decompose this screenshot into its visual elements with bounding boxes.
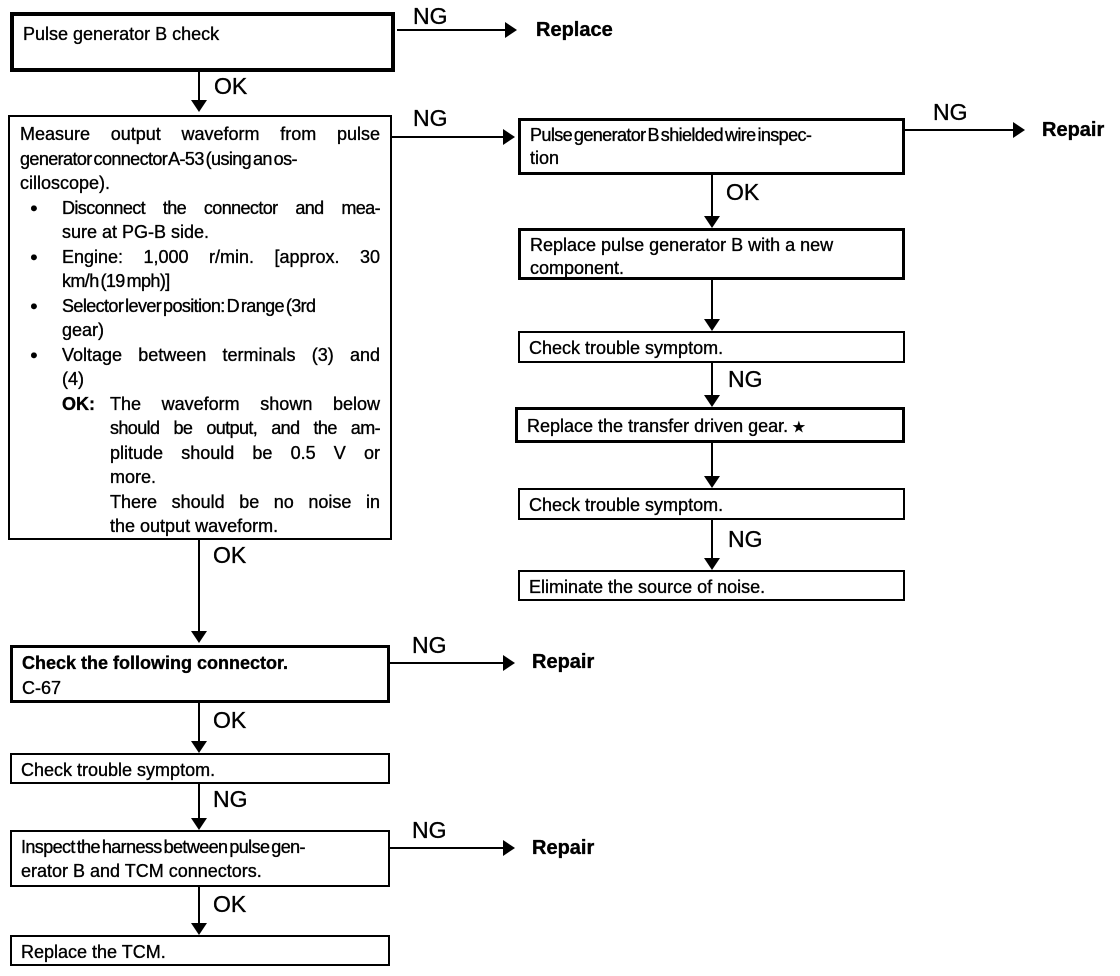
ng-label: NG bbox=[933, 99, 968, 125]
step-text: Replace the transfer driven gear. bbox=[527, 416, 789, 436]
step-check-trouble-symptom-2: Check trouble symptom. bbox=[518, 488, 905, 520]
ng-label: NG bbox=[413, 3, 448, 29]
arrow-right-ng-to-repair bbox=[390, 840, 515, 856]
step-check-trouble-symptom-1: Check trouble symptom. bbox=[518, 331, 905, 363]
step-measure-output-waveform: Measure output waveform from pulse gener… bbox=[8, 115, 392, 540]
arrow-down-ng bbox=[704, 520, 720, 570]
step-text: Measure output waveform from pulse bbox=[20, 124, 380, 144]
arrow-down-ng bbox=[191, 784, 207, 830]
step-text: cilloscope). bbox=[20, 173, 111, 193]
repair-action: Repair bbox=[532, 651, 595, 673]
arrow-right-ng-to-repair bbox=[905, 122, 1025, 138]
repair-action: Repair bbox=[532, 837, 595, 859]
bullet-icon: ● bbox=[30, 346, 38, 362]
step-text: Replace the TCM. bbox=[21, 942, 166, 962]
ok-condition-text: The waveform shown below bbox=[110, 393, 380, 414]
step-text: Pulse generator B check bbox=[23, 24, 220, 44]
step-text: component. bbox=[530, 258, 625, 278]
bullet-icon: ● bbox=[30, 297, 38, 313]
step-text: Check the following connector. bbox=[22, 653, 289, 673]
step-text: Check trouble symptom. bbox=[529, 495, 724, 515]
step-check-trouble-symptom-3: Check trouble symptom. bbox=[10, 753, 390, 784]
ok-condition-text: the output waveform. bbox=[110, 516, 279, 536]
arrow-down-ok bbox=[191, 72, 207, 112]
ng-label: NG bbox=[728, 366, 763, 392]
connector-id: C-67 bbox=[22, 678, 62, 698]
bullet-text: Engine: 1,000 r/min. [approx. 30 bbox=[62, 246, 380, 267]
replace-action: Replace bbox=[536, 19, 613, 41]
step-text: erator B and TCM connectors. bbox=[21, 861, 262, 881]
ok-condition-text: plitude should be 0.5 V or bbox=[110, 442, 380, 463]
repair-action: Repair bbox=[1042, 119, 1105, 141]
bullet-icon: ● bbox=[30, 248, 38, 264]
ng-label: NG bbox=[728, 526, 763, 552]
arrow-down bbox=[704, 443, 720, 488]
step-replace-tcm: Replace the TCM. bbox=[10, 935, 390, 966]
arrow-down-ok bbox=[191, 887, 207, 935]
arrow-down bbox=[704, 280, 720, 331]
bullet-icon: ● bbox=[30, 199, 38, 215]
ng-label: NG bbox=[412, 632, 447, 658]
step-text: tion bbox=[530, 148, 560, 168]
ok-condition-text: more. bbox=[110, 467, 157, 487]
step-inspect-harness: Inspect the harness between pulse gen- e… bbox=[10, 830, 390, 887]
bullet-text: km/h (19 mph)] bbox=[62, 271, 171, 291]
ng-label: NG bbox=[412, 817, 447, 843]
bullet-text: Selector lever position: D range (3rd bbox=[62, 295, 316, 316]
ok-label: OK bbox=[213, 707, 247, 733]
step-shielded-wire-inspection: Pulse generator B shielded wire inspec- … bbox=[518, 118, 905, 175]
step-text: Eliminate the source of noise. bbox=[529, 577, 766, 597]
arrow-down-ok bbox=[704, 175, 720, 228]
ok-label: OK bbox=[214, 73, 248, 99]
arrow-down-ok bbox=[191, 703, 207, 753]
ng-label: NG bbox=[213, 786, 248, 812]
bullet-text: Disconnect the connector and mea- bbox=[62, 197, 381, 218]
step-text: generator connector A-53 (using an os- bbox=[20, 148, 298, 169]
step-replace-pulse-generator-b: Replace pulse generator B with a new com… bbox=[518, 228, 905, 280]
step-text: Inspect the harness between pulse gen- bbox=[21, 837, 306, 857]
bullet-text: Voltage between terminals (3) and bbox=[62, 344, 380, 365]
ok-label: OK bbox=[726, 179, 760, 205]
ok-condition-text: should be output, and the am- bbox=[110, 418, 381, 438]
arrow-down-ng bbox=[704, 363, 720, 407]
bullet-text: gear) bbox=[62, 320, 105, 340]
step-replace-transfer-driven-gear: Replace the transfer driven gear.★ bbox=[515, 407, 905, 443]
arrow-right-ng-to-shielded-wire bbox=[392, 129, 515, 145]
star-icon: ★ bbox=[792, 419, 806, 436]
step-pulse-generator-b-check: Pulse generator B check bbox=[10, 12, 395, 72]
arrow-right-ng-to-replace bbox=[397, 22, 517, 38]
ok-condition-text: There should be no noise in bbox=[110, 491, 380, 512]
ok-label: OK bbox=[213, 542, 247, 568]
ok-condition-label: OK: bbox=[62, 393, 95, 414]
step-eliminate-noise-source: Eliminate the source of noise. bbox=[518, 570, 905, 601]
arrow-down-ok bbox=[191, 538, 207, 643]
ng-label: NG bbox=[413, 105, 448, 131]
ok-label: OK bbox=[213, 891, 247, 917]
bullet-text: (4) bbox=[62, 369, 84, 389]
step-text: Replace pulse generator B with a new bbox=[530, 235, 834, 255]
step-check-connector-c67: Check the following connector. C-67 bbox=[10, 645, 390, 703]
bullet-text: sure at PG-B side. bbox=[62, 222, 210, 242]
step-text: Pulse generator B shielded wire inspec- bbox=[530, 125, 812, 145]
step-text: Check trouble symptom. bbox=[529, 338, 724, 358]
arrow-right-ng-to-repair bbox=[390, 655, 515, 671]
step-text: Check trouble symptom. bbox=[21, 760, 216, 780]
